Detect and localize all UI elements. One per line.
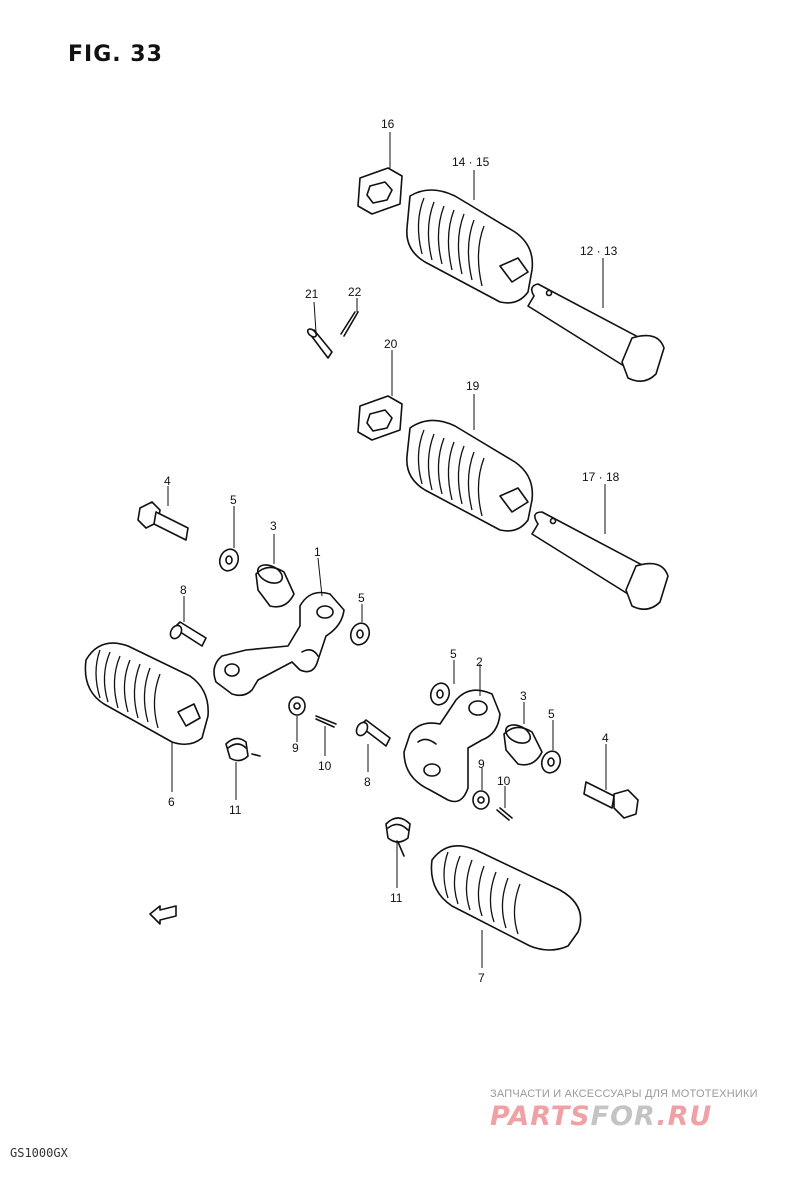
callout-5-b: 5: [358, 591, 365, 605]
part-5-washer-d: [540, 750, 562, 774]
leader-lines: [167, 132, 607, 968]
callout-8-left: 8: [180, 583, 187, 597]
callout-5-c: 5: [450, 647, 457, 661]
watermark-logo-parts: PARTS: [490, 1101, 591, 1132]
part-9-washer-right: [472, 790, 490, 810]
callout-10-left: 10: [318, 759, 332, 773]
part-5-washer-a: [218, 548, 240, 572]
part-8-pin-left: [169, 621, 207, 647]
callout-5-d: 5: [548, 707, 555, 721]
model-code: GS1000GX: [10, 1146, 68, 1160]
part-16-plate: [357, 167, 403, 215]
watermark-logo: PARTSFOR.RU: [490, 1101, 712, 1132]
callout-3-right: 3: [520, 689, 527, 703]
callout-9-left: 9: [292, 741, 299, 755]
callout-11-left: 11: [229, 803, 242, 817]
callout-3-left: 3: [270, 519, 277, 533]
part-10-cotter-left: [315, 715, 337, 728]
callout-14-15: 14 · 15: [452, 155, 490, 169]
part-4-bolt-left: [137, 501, 189, 541]
part-9-washer-left: [288, 696, 306, 716]
front-arrow-icon: [149, 905, 177, 925]
part-19-footpeg-rubber: [406, 419, 534, 532]
part-1-footpeg-bracket: [213, 591, 345, 697]
callout-22: 22: [348, 285, 362, 299]
callout-19: 19: [466, 379, 480, 393]
part-21-clevis-pin: [306, 328, 333, 359]
callout-17-18: 17 · 18: [582, 470, 620, 484]
callout-numbers: 16 14 · 15 12 · 13 21 22 20 19 17 · 18 4…: [164, 117, 620, 985]
part-4-bolt-right: [583, 781, 639, 819]
part-11-spring-right: [385, 817, 411, 857]
callout-9-right: 9: [478, 757, 485, 771]
callout-4-right: 4: [602, 731, 609, 745]
callout-7: 7: [478, 971, 485, 985]
callout-5-a: 5: [230, 493, 237, 507]
callout-16: 16: [381, 117, 395, 131]
part-2-footpeg-bracket: [403, 689, 501, 803]
part-5-washer-c: [429, 682, 451, 706]
callout-2: 2: [476, 655, 483, 669]
part-22-cotter-pin: [340, 311, 359, 337]
callout-12-13: 12 · 13: [580, 244, 618, 258]
part-3-bushing-right: [503, 724, 543, 766]
part-6-footpeg-rubber: [84, 642, 209, 746]
callout-21: 21: [305, 287, 319, 301]
callout-20: 20: [384, 337, 398, 351]
part-17-18-footpeg-pin: [531, 511, 669, 610]
part-3-bushing-left: [255, 564, 295, 608]
part-11-spring-left: [225, 737, 261, 762]
part-12-13-footpeg-pin: [527, 283, 665, 382]
part-5-washer-b: [349, 622, 371, 646]
callout-6: 6: [168, 795, 175, 809]
watermark-logo-ru: .RU: [656, 1101, 713, 1132]
part-7-footpeg-rubber: [430, 844, 582, 951]
callout-1: 1: [314, 545, 321, 559]
callout-8-right: 8: [364, 775, 371, 789]
callout-4-left: 4: [164, 474, 171, 488]
watermark-tagline: ЗАПЧАСТИ И АКСЕССУАРЫ ДЛЯ МОТОТЕХНИКИ: [490, 1088, 758, 1100]
part-8-pin-right: [355, 719, 391, 747]
part-10-cotter-right: [496, 807, 513, 821]
watermark-logo-for: FOR: [590, 1101, 657, 1132]
figure-title: FIG. 33: [68, 42, 163, 67]
part-14-15-footpeg-rubber: [406, 189, 534, 304]
part-20-plate: [357, 395, 403, 441]
callout-10-right: 10: [497, 774, 511, 788]
callout-11-right: 11: [390, 891, 403, 905]
